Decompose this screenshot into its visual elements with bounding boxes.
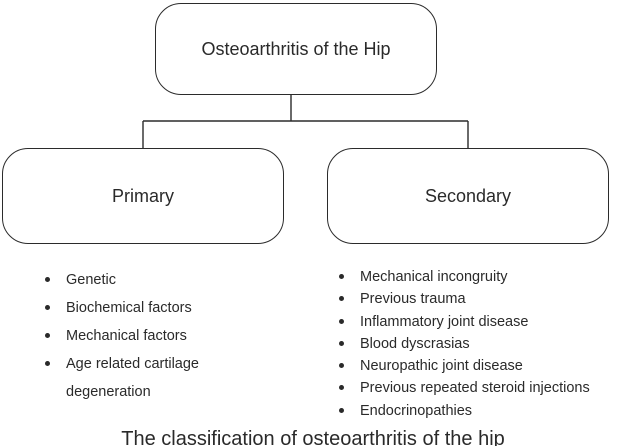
figure-caption: The classification of osteoarthritis of …: [121, 428, 505, 446]
list-item: Previous repeated steroid injections: [336, 377, 624, 399]
secondary-node-label: Secondary: [424, 185, 512, 206]
primary-node-box: Primary: [2, 148, 284, 244]
list-item: Mechanical factors: [42, 322, 282, 350]
primary-causes-list: Genetic Biochemical factors Mechanical f…: [42, 266, 282, 406]
list-item: Endocrinopathies: [336, 400, 624, 422]
secondary-node-box: Secondary: [327, 148, 609, 244]
list-item: Previous trauma: [336, 288, 624, 310]
list-item: Mechanical incongruity: [336, 266, 624, 288]
list-item: Age related cartilage degeneration: [42, 350, 282, 406]
list-item: Inflammatory joint disease: [336, 311, 624, 333]
root-node-label: Osteoarthritis of the Hip: [201, 38, 391, 59]
root-node-box: Osteoarthritis of the Hip: [155, 3, 437, 95]
primary-node-label: Primary: [112, 185, 174, 206]
secondary-causes-list: Mechanical incongruity Previous trauma I…: [336, 266, 624, 422]
list-item: Blood dyscrasias: [336, 333, 624, 355]
list-item: Neuropathic joint disease: [336, 355, 624, 377]
list-item: Biochemical factors: [42, 294, 282, 322]
list-item: Genetic: [42, 266, 282, 294]
